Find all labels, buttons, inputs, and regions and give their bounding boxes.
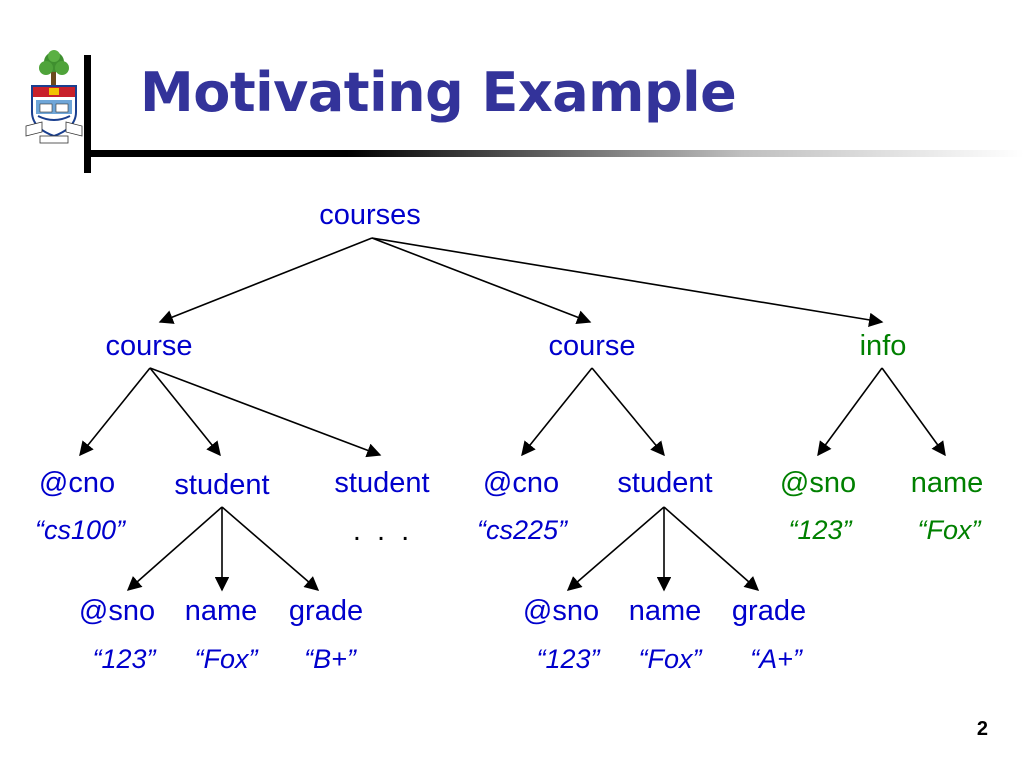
value-student1-sno: “123” bbox=[92, 644, 156, 674]
value-student3-grade: “A+” bbox=[750, 644, 802, 674]
edge-student1-grade bbox=[221, 506, 320, 591]
node-course2-cno: @cno bbox=[482, 467, 560, 499]
edge-course1-student1 bbox=[149, 367, 221, 457]
value-course2-cno: “cs225” bbox=[476, 515, 568, 545]
edge-student3-sno bbox=[566, 506, 665, 591]
edge-info-name bbox=[881, 367, 946, 457]
edge-course2-student bbox=[591, 367, 665, 457]
edge-courses-info bbox=[371, 237, 884, 327]
node-student1-name: name bbox=[184, 595, 258, 627]
value-course1-cno: “cs100” bbox=[34, 515, 126, 545]
node-info-sno: @sno bbox=[779, 467, 857, 499]
value-info-sno: “123” bbox=[788, 515, 852, 545]
title-vertical-rule bbox=[84, 55, 91, 173]
title-horizontal-rule bbox=[84, 150, 1024, 157]
university-crest-icon bbox=[24, 50, 84, 150]
edge-course1-cno bbox=[79, 367, 151, 457]
value-student1-grade: “B+” bbox=[304, 644, 356, 674]
edge-student1-sno bbox=[126, 506, 223, 591]
edge-student3-grade bbox=[663, 506, 760, 591]
node-student1-sno: @sno bbox=[78, 595, 156, 627]
value-info-name: “Fox” bbox=[917, 515, 981, 545]
page-title: Motivating Example bbox=[140, 61, 737, 124]
node-student3-sno: @sno bbox=[522, 595, 600, 627]
edge-course2-cno bbox=[521, 367, 593, 457]
edge-course1-student2 bbox=[149, 367, 382, 458]
ellipsis: . . . bbox=[352, 515, 414, 547]
edge-info-sno bbox=[817, 367, 883, 457]
node-course-1: course bbox=[105, 330, 193, 362]
node-student3-grade: grade bbox=[731, 595, 807, 627]
node-student1-grade: grade bbox=[288, 595, 364, 627]
value-student1-name: “Fox” bbox=[194, 644, 258, 674]
node-course1-student-1: student bbox=[174, 469, 270, 501]
node-student3-name: name bbox=[628, 595, 702, 627]
value-student3-sno: “123” bbox=[536, 644, 600, 674]
value-student3-name: “Fox” bbox=[638, 644, 702, 674]
page-number: 2 bbox=[976, 718, 988, 740]
node-course-2: course bbox=[548, 330, 636, 362]
node-courses: courses bbox=[319, 199, 421, 231]
edge-courses-course2 bbox=[371, 237, 592, 325]
node-course1-student-2: student bbox=[334, 467, 430, 499]
node-course2-student: student bbox=[617, 467, 713, 499]
node-info-name: name bbox=[910, 467, 984, 499]
edge-courses-course1 bbox=[158, 237, 373, 324]
node-info: info bbox=[859, 330, 907, 362]
node-course1-cno: @cno bbox=[38, 467, 116, 499]
